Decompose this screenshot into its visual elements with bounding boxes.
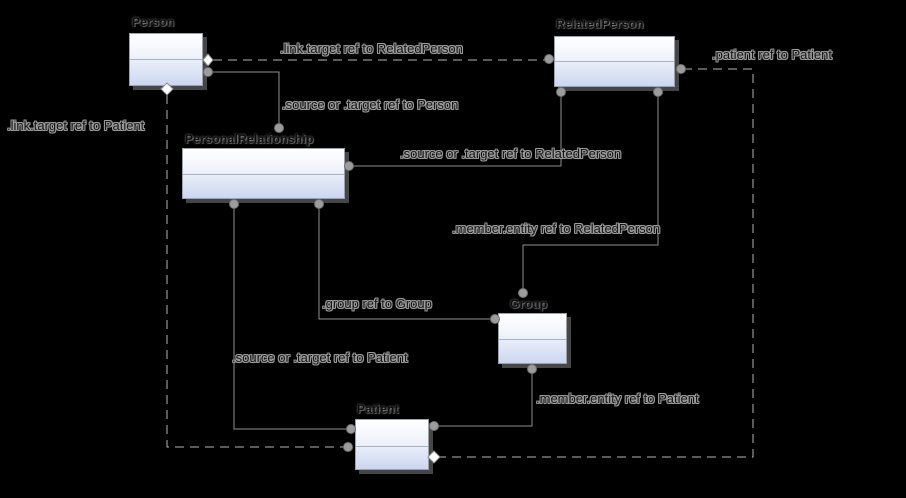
edge-label-source-or-target-ref-to-patient: .source or .target ref to Patient (232, 350, 408, 365)
solid-reference-lines (208, 71, 659, 430)
node-divider (499, 339, 566, 340)
node-divider (130, 59, 202, 60)
node-group[interactable] (498, 313, 567, 364)
node-divider (356, 446, 428, 447)
edge-label-patient-ref-to-patient: .patient ref to Patient (712, 47, 832, 62)
edge-label-link-target-ref-to-relatedperson: .link.target ref to RelatedPerson (280, 41, 463, 56)
node-personalrelationship[interactable] (182, 148, 345, 199)
edge-label-link-target-ref-to-patient: .link.target ref to Patient (7, 118, 145, 133)
edge-label-source-or-target-ref-to-person: .source or .target ref to Person (282, 97, 459, 112)
edge-label-member-entity-ref-to-patient: .member.entity ref to Patient (536, 391, 699, 406)
node-title-personalrelationship: PersonalRelationship (185, 132, 314, 146)
node-title-group: Group (510, 297, 548, 311)
node-person[interactable] (129, 33, 203, 86)
node-title-person: Person (132, 15, 175, 29)
node-patient[interactable] (355, 419, 429, 470)
node-relatedperson[interactable] (554, 36, 675, 87)
node-divider (555, 61, 674, 62)
node-title-patient: Patient (357, 402, 400, 416)
node-title-relatedperson: RelatedPerson (556, 17, 644, 31)
edge-label-member-entity-ref-to-relatedperson: .member.entity ref to RelatedPerson (452, 221, 661, 236)
edge-label-source-or-target-ref-to-relatedperson: .source or .target ref to RelatedPerson (400, 146, 622, 161)
edge-label-group-ref-to-group: .group ref to Group (322, 296, 432, 311)
node-divider (183, 174, 344, 175)
